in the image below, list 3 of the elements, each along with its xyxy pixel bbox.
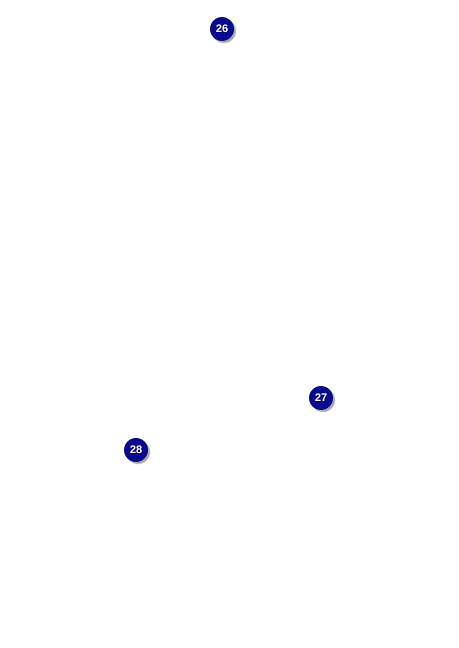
callout-number: 26 xyxy=(210,17,234,41)
callout-number: 28 xyxy=(124,438,148,462)
callout-number: 27 xyxy=(309,386,333,410)
